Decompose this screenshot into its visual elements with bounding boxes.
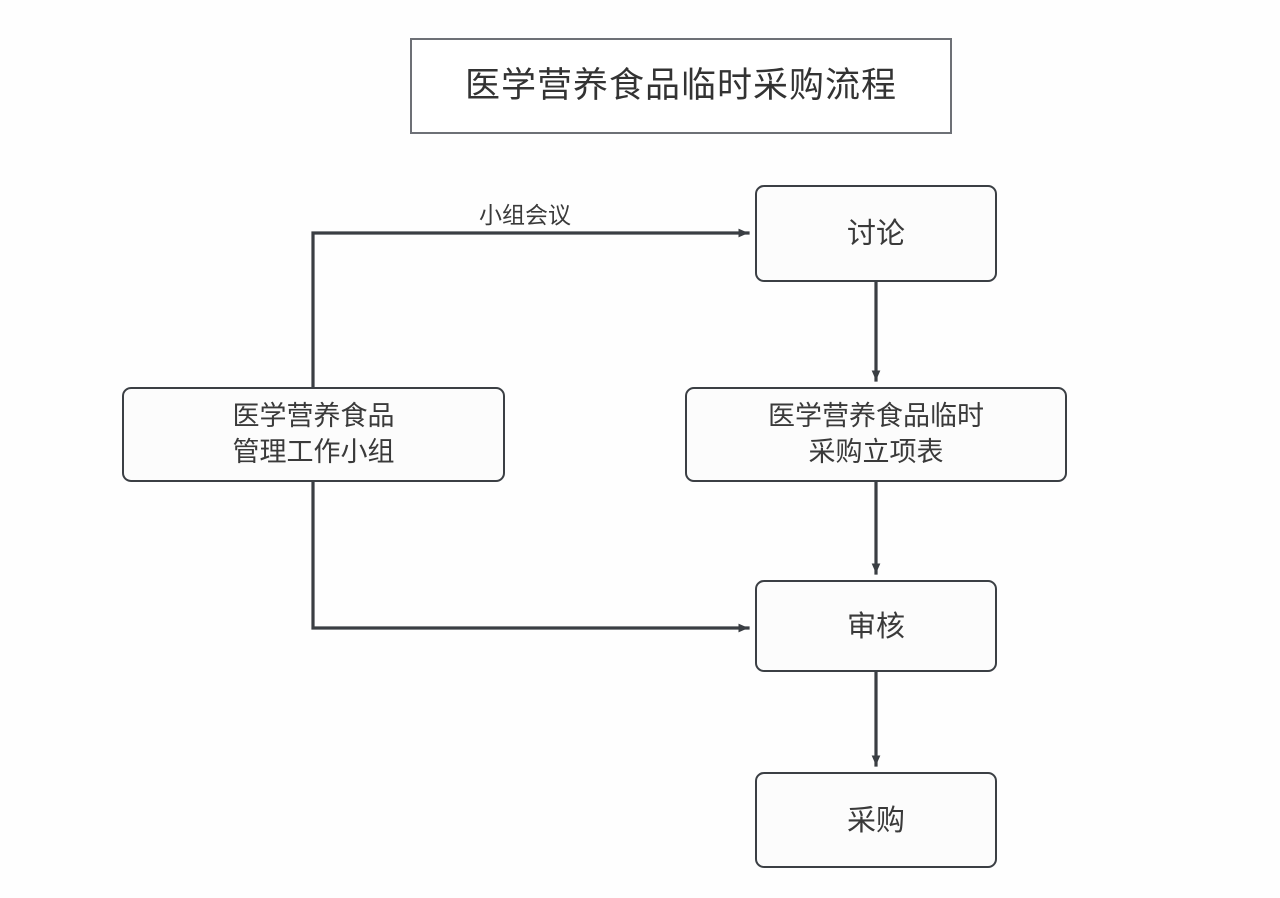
node-review[interactable]: 审核 [755, 580, 997, 672]
node-review-label: 审核 [846, 608, 905, 643]
node-temporary-procurement-form-label: 医学营养食品临时 采购立项表 [768, 400, 984, 468]
node-discuss-label: 讨论 [846, 216, 905, 251]
edge-label-group-meeting: 小组会议 [479, 203, 571, 229]
diagram-title-label: 医学营养食品临时采购流程 [464, 65, 897, 106]
node-purchase-label: 采购 [846, 802, 905, 837]
diagram-title-box: 医学营养食品临时采购流程 [410, 38, 952, 134]
edge-group-to-discuss [311, 228, 750, 389]
node-purchase[interactable]: 采购 [755, 772, 997, 868]
node-management-working-group[interactable]: 医学营养食品 管理工作小组 [122, 387, 505, 482]
node-management-working-group-label: 医学营养食品 管理工作小组 [232, 400, 395, 468]
node-discuss[interactable]: 讨论 [755, 185, 997, 282]
node-temporary-procurement-form[interactable]: 医学营养食品临时 采购立项表 [685, 387, 1067, 482]
edge-group-to-review [311, 480, 750, 633]
